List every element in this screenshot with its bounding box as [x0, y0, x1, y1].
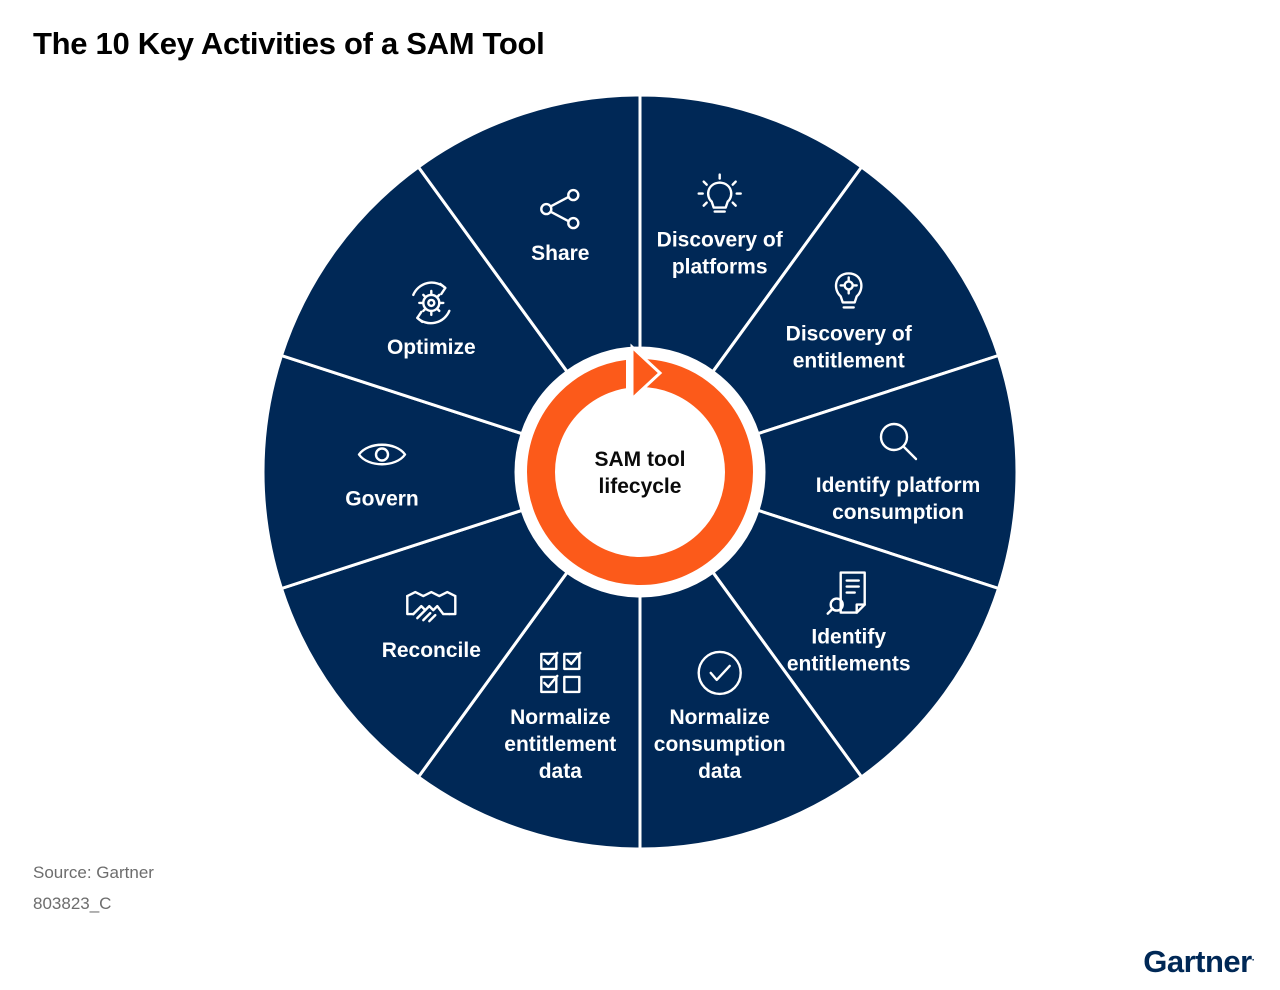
segment-label-line: entitlement	[793, 349, 905, 372]
segment-label-line: data	[698, 760, 742, 783]
gartner-logo: Gartner.	[1143, 944, 1254, 980]
segment-reconcile: Reconcile	[279, 508, 570, 780]
segment-label-line: Normalize	[510, 706, 610, 729]
source-note: Source: Gartner	[33, 863, 154, 882]
segment-label-line: Govern	[345, 488, 419, 511]
segment-label-line: consumption	[654, 733, 786, 756]
segment-label: Share	[531, 242, 589, 265]
center-label: SAM tool lifecycle	[595, 448, 686, 498]
segment-shape	[638, 570, 864, 851]
share-icon	[540, 188, 580, 230]
segment-label: Reconcile	[382, 639, 481, 662]
segment-label-line: entitlements	[787, 653, 911, 676]
segment-normalize-consumption-data: Normalize consumption data	[638, 570, 864, 851]
gear-cycle-icon	[412, 281, 451, 325]
segment-label-line: platforms	[672, 256, 768, 279]
segment-label-line: Discovery of	[786, 322, 913, 345]
logo-mark: .	[1251, 952, 1255, 964]
segment-label: Normalize consumption data	[654, 706, 786, 783]
segment-label-line: Optimize	[387, 336, 476, 359]
segment-label: Normalize entitlement data	[504, 706, 616, 783]
segment-discovery-of-platforms: Discovery of platforms	[638, 93, 864, 374]
segment-label-line: Identify platform	[816, 474, 981, 497]
segment-label: Govern	[345, 488, 419, 511]
segment-shape	[416, 570, 642, 851]
segment-label-line: Normalize	[670, 706, 770, 729]
segment-label: Discovery of platforms	[657, 229, 784, 279]
wheel-segments: Discovery of platforms Discovery of entitl…	[261, 93, 1019, 851]
logo-text: Gartner	[1143, 944, 1252, 979]
segment-label: Identify platform consumption	[816, 474, 981, 524]
magnifier-icon	[879, 422, 918, 461]
lightbulb-icon	[697, 173, 742, 213]
segment-label-line: Reconcile	[382, 639, 481, 662]
segment-label: Discovery of entitlement	[786, 322, 913, 372]
document-search-icon	[826, 571, 866, 615]
center-label-line: lifecycle	[599, 475, 682, 498]
segment-identify-entitlements: Identify entitlements	[710, 508, 1001, 780]
segment-label-line: Discovery of	[657, 229, 784, 252]
lifecycle-arrow-head	[630, 343, 663, 403]
document-id: 803823_C	[33, 894, 112, 913]
wheel-center: SAM tool lifecycle	[519, 343, 761, 593]
page-title: The 10 Key Activities of a SAM Tool	[33, 26, 545, 61]
segment-shape	[279, 508, 570, 780]
handshake-icon	[406, 590, 457, 623]
segment-label-line: Share	[531, 242, 589, 265]
lightbulb-gear-icon	[834, 272, 863, 309]
segment-label-line: Identify	[811, 626, 886, 649]
segment-shape	[416, 93, 642, 374]
segment-label-line: entitlement	[504, 733, 616, 756]
segment-label-line: data	[539, 760, 583, 783]
segment-label-line: consumption	[832, 501, 964, 524]
segment-share: Share	[416, 93, 642, 374]
eye-icon	[357, 443, 407, 466]
center-label-line: SAM tool	[595, 448, 686, 471]
segment-label: Identify entitlements	[787, 626, 911, 676]
segment-shape	[710, 508, 1001, 780]
segment-shape	[638, 93, 864, 374]
segment-label: Optimize	[387, 336, 476, 359]
segment-discovery-of-entitlement: Discovery of entitlement	[710, 164, 1001, 436]
checklist-icon	[540, 651, 582, 694]
segment-normalize-entitlement-data: Normalize entitlement data	[416, 570, 642, 851]
segment-optimize: Optimize	[279, 164, 570, 436]
check-circle-icon	[697, 650, 742, 696]
